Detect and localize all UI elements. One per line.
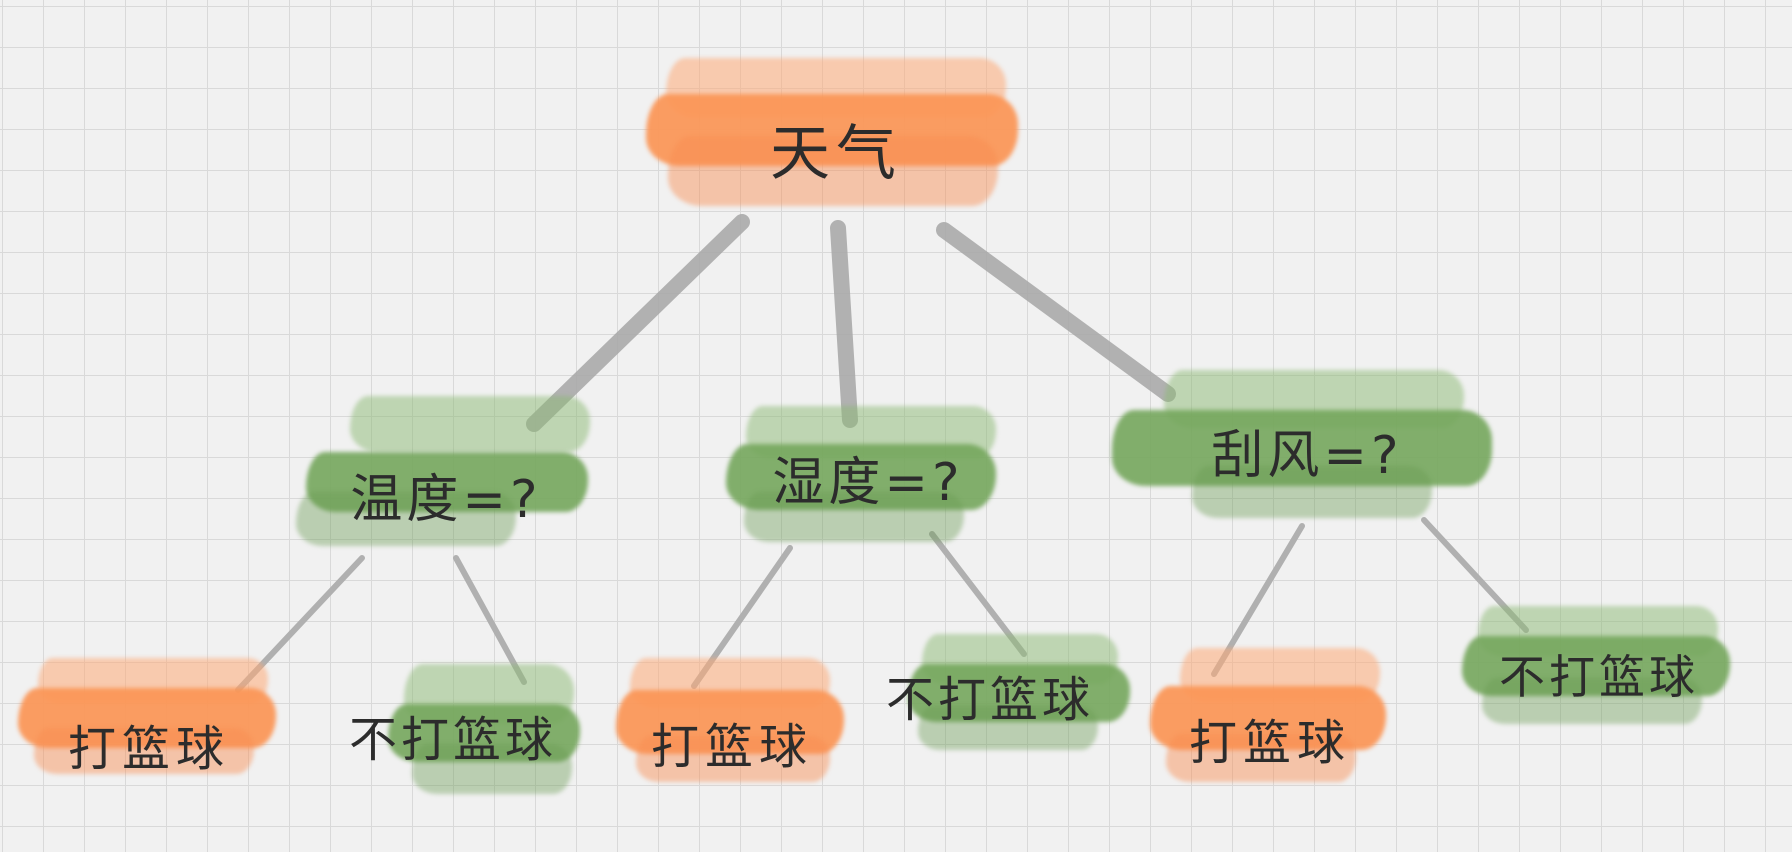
leaf-node-1: 打篮球 [18, 658, 280, 782]
branch-label-wind: 刮风=? [1211, 425, 1403, 486]
leaf-label-3: 打篮球 [650, 719, 813, 775]
leaf-node-4-text: 不打篮球 [850, 650, 1130, 740]
root-label: 天气 [770, 118, 902, 189]
leaf-node-3: 打篮球 [616, 658, 848, 790]
branch-label-humidity: 湿度=? [772, 452, 964, 513]
leaf-label-5: 打篮球 [1188, 715, 1351, 771]
edge-root-to-wind [936, 222, 1176, 402]
leaf-node-2-text: 不打篮球 [318, 690, 588, 780]
edge-temperature-to-noplay [453, 555, 527, 685]
branch-node-humidity: 湿度=? [726, 400, 1010, 550]
leaf-label-2: 不打篮球 [348, 712, 557, 768]
edge-root-to-humidity [830, 220, 858, 428]
leaf-node-4 [908, 634, 1132, 756]
branch-node-temperature: 温度=? [296, 396, 596, 556]
leaf-label-4: 不打篮球 [885, 672, 1094, 728]
edge-root-to-temperature [526, 214, 750, 432]
root-node: 天气 [640, 58, 1032, 218]
leaf-label-6: 不打篮球 [1499, 650, 1699, 704]
leaf-node-6: 不打篮球 [1462, 606, 1736, 730]
leaf-node-2 [388, 664, 584, 804]
branch-node-wind: 刮风=? [1112, 370, 1502, 530]
branch-label-temperature: 温度=? [350, 469, 542, 530]
leaf-node-5: 打篮球 [1150, 648, 1390, 788]
leaf-label-1: 打篮球 [67, 721, 230, 777]
